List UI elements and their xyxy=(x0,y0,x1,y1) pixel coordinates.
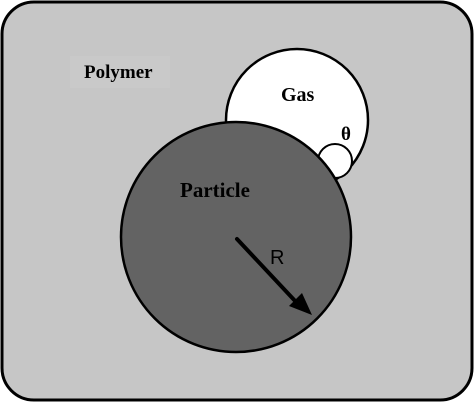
gas-label: Gas xyxy=(281,84,315,106)
polymer-label: Polymer xyxy=(84,62,153,83)
particle xyxy=(119,120,353,354)
radius-arrowhead xyxy=(289,293,312,315)
particle-label: Particle xyxy=(180,178,250,202)
radius-arrow-line xyxy=(235,237,299,305)
angle-label: θ xyxy=(341,124,351,145)
polymer-label-patch xyxy=(70,56,170,88)
radius-label: R xyxy=(270,247,284,269)
